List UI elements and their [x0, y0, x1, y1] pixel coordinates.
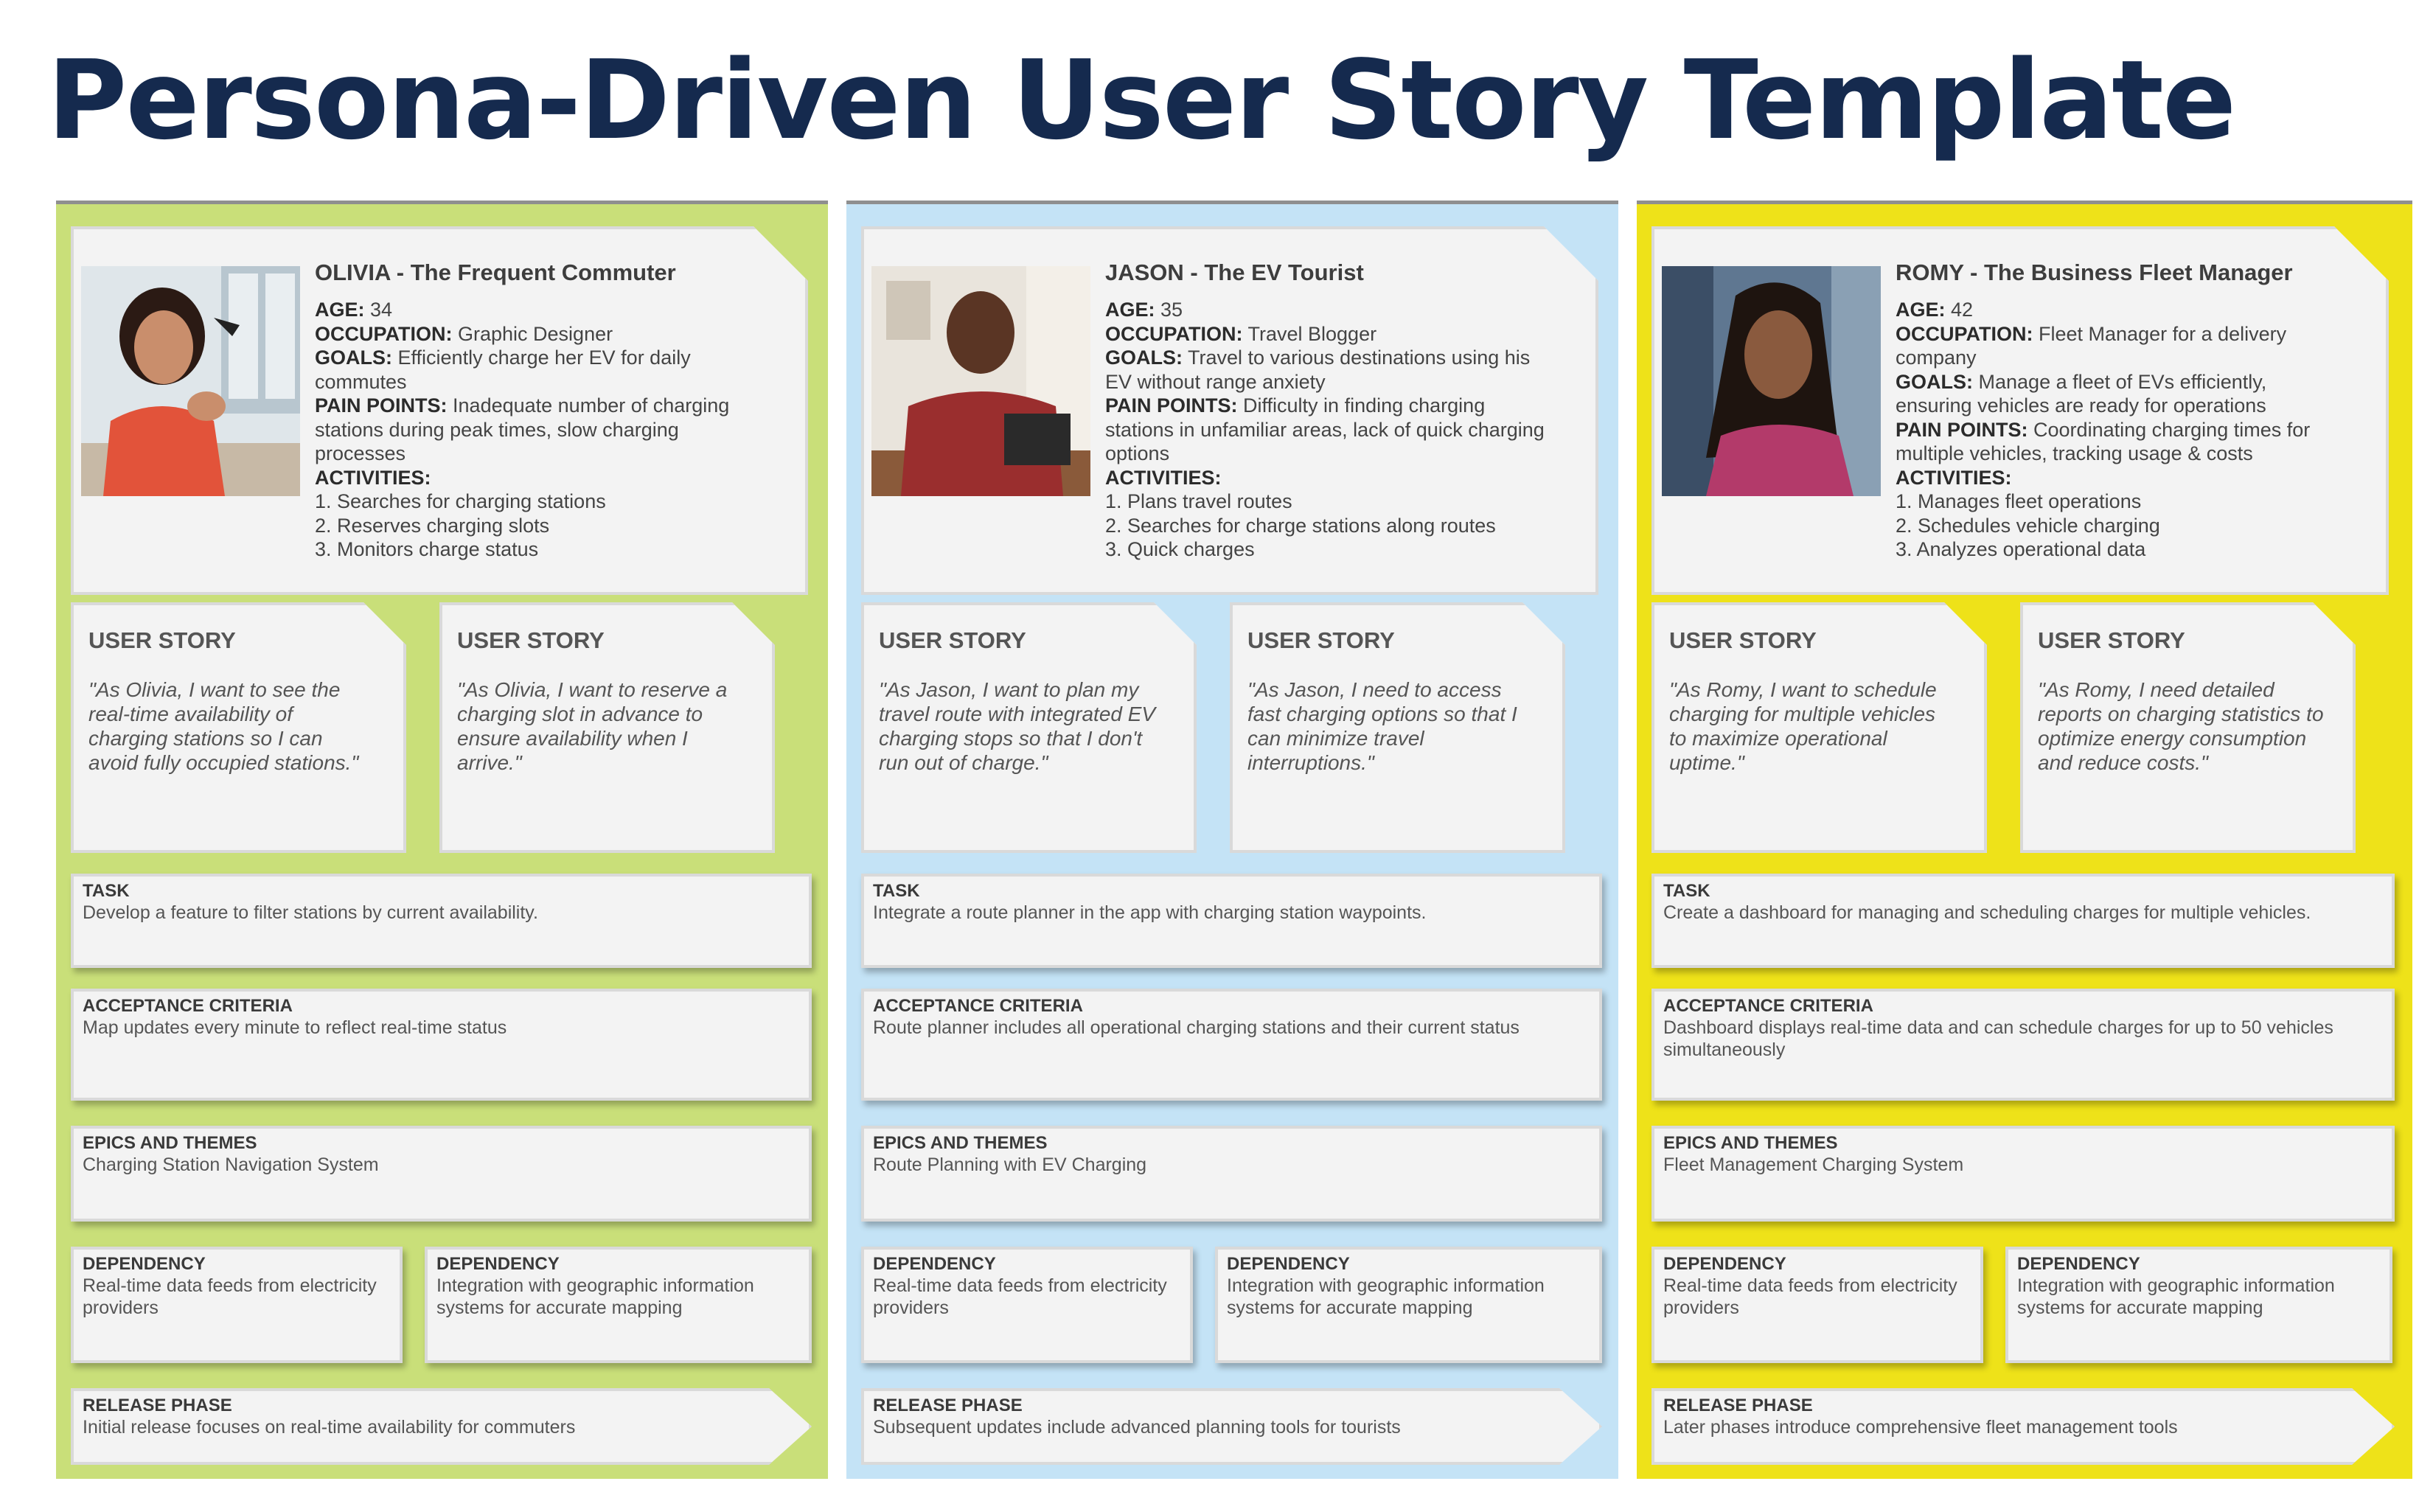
persona-column-olivia: OLIVIA - The Frequent Commuter AGE: 34 O…: [56, 201, 828, 1479]
dependency-card: DEPENDENCY Integration with geographic i…: [2005, 1247, 2392, 1363]
user-story-card: USER STORY "As Romy, I need detailed rep…: [2020, 602, 2356, 853]
user-story-card: USER STORY "As Romy, I want to schedule …: [1651, 602, 1987, 853]
persona-photo: [1662, 266, 1881, 496]
persona-occupation: Travel Blogger: [1247, 322, 1377, 345]
user-story-card: USER STORY "As Olivia, I want to see the…: [71, 602, 406, 853]
activity-item: 2. Reserves charging slots: [315, 514, 550, 537]
dependency-card: DEPENDENCY Integration with geographic i…: [425, 1247, 812, 1363]
activity-item: 1. Manages fleet operations: [1896, 490, 2142, 512]
persona-pain-points: Inadequate number of charging stations d…: [315, 394, 730, 464]
task-card: TASK Create a dashboard for managing and…: [1651, 874, 2395, 968]
persona-occupation: Graphic Designer: [458, 322, 613, 345]
dependency-card: DEPENDENCY Real-time data feeds from ele…: [861, 1247, 1193, 1363]
persona-goals: Efficiently charge her EV for daily comm…: [315, 346, 691, 393]
task-card: TASK Integrate a route planner in the ap…: [861, 874, 1602, 968]
activity-item: 3. Quick charges: [1105, 538, 1255, 560]
persona-name: OLIVIA - The Frequent Commuter: [315, 259, 676, 285]
persona-column-jason: JASON - The EV Tourist AGE: 35 OCCUPATIO…: [846, 201, 1618, 1479]
user-story-card: USER STORY "As Olivia, I want to reserve…: [439, 602, 775, 853]
acceptance-criteria-card: ACCEPTANCE CRITERIA Route planner includ…: [861, 989, 1602, 1101]
user-story-card: USER STORY "As Jason, I need to access f…: [1230, 602, 1565, 853]
persona-card: OLIVIA - The Frequent Commuter AGE: 34 O…: [71, 226, 808, 595]
user-story-text: "As Romy, I want to schedule charging fo…: [1669, 678, 1937, 774]
dependency-card: DEPENDENCY Integration with geographic i…: [1215, 1247, 1602, 1363]
epics-themes-card: EPICS AND THEMES Fleet Management Chargi…: [1651, 1126, 2395, 1222]
user-story-text: "As Romy, I need detailed reports on cha…: [2038, 678, 2324, 774]
persona-age: 34: [370, 299, 393, 321]
dependency-card: DEPENDENCY Real-time data feeds from ele…: [1651, 1247, 1983, 1363]
user-story-text: "As Jason, I want to plan my travel rout…: [879, 678, 1156, 774]
acceptance-criteria-card: ACCEPTANCE CRITERIA Map updates every mi…: [71, 989, 812, 1101]
activity-item: 1. Plans travel routes: [1105, 490, 1292, 512]
persona-photo: [81, 266, 300, 496]
persona-card: JASON - The EV Tourist AGE: 35 OCCUPATIO…: [861, 226, 1598, 595]
persona-name: JASON - The EV Tourist: [1105, 259, 1364, 285]
release-phase-card: RELEASE PHASE Subsequent updates include…: [861, 1388, 1602, 1465]
acceptance-criteria-card: ACCEPTANCE CRITERIA Dashboard displays r…: [1651, 989, 2395, 1101]
dependency-card: DEPENDENCY Real-time data feeds from ele…: [71, 1247, 403, 1363]
page-title: Persona-Driven User Story Template: [47, 37, 2236, 164]
persona-pain-points: Coordinating charging times for multiple…: [1896, 418, 2311, 464]
persona-name: ROMY - The Business Fleet Manager: [1896, 259, 2293, 285]
activity-item: 3. Monitors charge status: [315, 538, 539, 560]
persona-details: OLIVIA - The Frequent Commuter AGE: 34 O…: [315, 259, 757, 562]
task-card: TASK Develop a feature to filter station…: [71, 874, 812, 968]
epics-themes-card: EPICS AND THEMES Charging Station Naviga…: [71, 1126, 812, 1222]
user-story-card: USER STORY "As Jason, I want to plan my …: [861, 602, 1197, 853]
persona-photo: [871, 266, 1090, 496]
activity-item: 2. Schedules vehicle charging: [1896, 514, 2160, 537]
activity-item: 1. Searches for charging stations: [315, 490, 606, 512]
persona-goals: Travel to various destinations using his…: [1105, 346, 1531, 393]
persona-card: ROMY - The Business Fleet Manager AGE: 4…: [1651, 226, 2389, 595]
persona-details: ROMY - The Business Fleet Manager AGE: 4…: [1896, 259, 2338, 562]
user-story-text: "As Olivia, I want to see the real-time …: [88, 678, 359, 774]
release-phase-card: RELEASE PHASE Initial release focuses on…: [71, 1388, 812, 1465]
persona-details: JASON - The EV Tourist AGE: 35 OCCUPATIO…: [1105, 259, 1548, 562]
persona-goals: Manage a fleet of EVs efficiently, ensur…: [1896, 370, 2267, 417]
activity-item: 3. Analyzes operational data: [1896, 538, 2146, 560]
user-story-text: "As Jason, I need to access fast chargin…: [1247, 678, 1517, 774]
persona-column-romy: ROMY - The Business Fleet Manager AGE: 4…: [1637, 201, 2412, 1479]
user-story-text: "As Olivia, I want to reserve a charging…: [457, 678, 728, 774]
release-phase-card: RELEASE PHASE Later phases introduce com…: [1651, 1388, 2395, 1465]
activity-item: 2. Searches for charge stations along ro…: [1105, 514, 1496, 537]
persona-occupation: Fleet Manager for a delivery company: [1896, 322, 2287, 369]
persona-age: 42: [1951, 299, 1974, 321]
epics-themes-card: EPICS AND THEMES Route Planning with EV …: [861, 1126, 1602, 1222]
persona-pain-points: Difficulty in finding charging stations …: [1105, 394, 1545, 464]
persona-age: 35: [1160, 299, 1183, 321]
